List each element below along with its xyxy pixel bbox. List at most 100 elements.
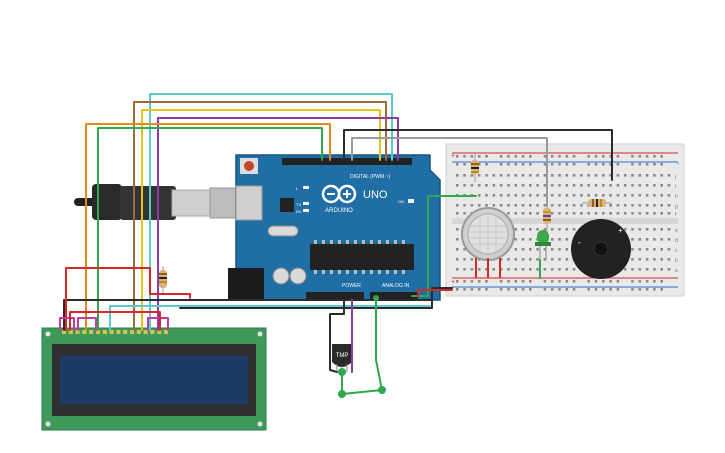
breadboard-hole[interactable] (492, 194, 496, 197)
breadboard-hole[interactable] (660, 184, 663, 187)
breadboard-hole[interactable] (550, 248, 554, 251)
breadboard-hole[interactable] (565, 212, 569, 215)
breadboard-hole[interactable] (536, 268, 539, 271)
breadboard-hole[interactable] (602, 194, 605, 197)
breadboard-hole[interactable] (550, 155, 554, 158)
breadboard-hole[interactable] (667, 238, 671, 241)
breadboard-hole[interactable] (623, 174, 627, 177)
breadboard-hole[interactable] (572, 280, 576, 283)
breadboard-hole[interactable] (543, 194, 547, 197)
breadboard-hole[interactable] (463, 174, 466, 177)
digital-header[interactable] (282, 158, 412, 165)
breadboard-hole[interactable] (660, 155, 663, 158)
breadboard-hole[interactable] (507, 212, 510, 215)
breadboard-hole[interactable] (616, 184, 620, 187)
breadboard-hole[interactable] (587, 280, 590, 283)
breadboard-hole[interactable] (514, 184, 517, 187)
breadboard-hole[interactable] (514, 238, 517, 241)
arduino-uno-board[interactable]: ARDUINO UNO DIGITAL (PWM ~) POWER ANALOG… (228, 154, 441, 301)
breadboard-hole[interactable] (514, 163, 517, 166)
breadboard-hole[interactable] (631, 163, 634, 166)
breadboard-hole[interactable] (609, 280, 612, 283)
breadboard-hole[interactable] (470, 288, 474, 291)
breadboard-hole[interactable] (477, 204, 481, 207)
breadboard-hole[interactable] (616, 288, 620, 291)
breadboard-hole[interactable] (572, 194, 576, 197)
lcd-pin[interactable] (75, 330, 80, 334)
breadboard-hole[interactable] (653, 228, 656, 231)
breadboard-hole[interactable] (521, 268, 525, 271)
breadboard-hole[interactable] (587, 288, 590, 291)
breadboard-hole[interactable] (514, 204, 517, 207)
breadboard-hole[interactable] (507, 288, 510, 291)
breadboard-hole[interactable] (521, 184, 525, 187)
breadboard-hole[interactable] (565, 238, 569, 241)
breadboard-hole[interactable] (514, 212, 517, 215)
breadboard-hole[interactable] (470, 258, 474, 261)
breadboard-hole[interactable] (536, 248, 539, 251)
breadboard-hole[interactable] (536, 258, 539, 261)
breadboard-hole[interactable] (463, 155, 466, 158)
breadboard-hole[interactable] (477, 184, 481, 187)
breadboard-hole[interactable] (485, 280, 488, 283)
lcd-pin[interactable] (62, 330, 66, 334)
breadboard-hole[interactable] (536, 204, 539, 207)
breadboard-hole[interactable] (558, 228, 561, 231)
breadboard-hole[interactable] (521, 212, 525, 215)
breadboard-hole[interactable] (638, 163, 642, 166)
breadboard-hole[interactable] (602, 288, 605, 291)
breadboard-hole[interactable] (609, 288, 612, 291)
breadboard-hole[interactable] (623, 204, 627, 207)
breadboard-hole[interactable] (645, 204, 649, 207)
breadboard-hole[interactable] (594, 280, 598, 283)
breadboard-hole[interactable] (558, 155, 561, 158)
breadboard-hole[interactable] (638, 268, 642, 271)
breadboard-hole[interactable] (587, 163, 590, 166)
breadboard-hole[interactable] (631, 212, 634, 215)
breadboard-hole[interactable] (550, 212, 554, 215)
breadboard-hole[interactable] (631, 204, 634, 207)
breadboard-hole[interactable] (623, 184, 627, 187)
breadboard-hole[interactable] (645, 163, 649, 166)
breadboard-hole[interactable] (558, 184, 561, 187)
breadboard-hole[interactable] (638, 212, 642, 215)
breadboard-hole[interactable] (529, 280, 532, 283)
breadboard-hole[interactable] (572, 204, 576, 207)
lcd-pin[interactable] (109, 330, 114, 334)
breadboard-hole[interactable] (477, 268, 481, 271)
breadboard-hole[interactable] (499, 288, 503, 291)
lcd-pin[interactable] (82, 330, 87, 334)
breadboard-hole[interactable] (463, 288, 466, 291)
breadboard-hole[interactable] (521, 228, 525, 231)
breadboard-hole[interactable] (477, 174, 481, 177)
breadboard-hole[interactable] (514, 155, 517, 158)
breadboard-hole[interactable] (638, 155, 642, 158)
breadboard-hole[interactable] (616, 155, 620, 158)
breadboard-hole[interactable] (463, 184, 466, 187)
breadboard-hole[interactable] (587, 212, 590, 215)
breadboard-hole[interactable] (667, 248, 671, 251)
breadboard-hole[interactable] (653, 194, 656, 197)
breadboard-hole[interactable] (521, 280, 525, 283)
breadboard-hole[interactable] (470, 280, 474, 283)
breadboard-hole[interactable] (631, 184, 634, 187)
breadboard-hole[interactable] (477, 194, 481, 197)
breadboard-hole[interactable] (543, 228, 547, 231)
breadboard-hole[interactable] (653, 258, 656, 261)
breadboard-hole[interactable] (529, 228, 532, 231)
breadboard-hole[interactable] (529, 155, 532, 158)
breadboard-hole[interactable] (638, 238, 642, 241)
breadboard-hole[interactable] (653, 184, 656, 187)
breadboard-hole[interactable] (550, 280, 554, 283)
breadboard-hole[interactable] (558, 288, 561, 291)
resistor-breadboard-3[interactable] (582, 199, 612, 207)
breadboard-hole[interactable] (565, 248, 569, 251)
breadboard-hole[interactable] (645, 194, 649, 197)
resistor-breadboard-2[interactable] (543, 206, 551, 232)
breadboard-hole[interactable] (653, 288, 656, 291)
breadboard-hole[interactable] (587, 174, 590, 177)
breadboard-hole[interactable] (485, 155, 488, 158)
breadboard-hole[interactable] (507, 280, 510, 283)
breadboard-hole[interactable] (492, 268, 496, 271)
breadboard-hole[interactable] (645, 184, 649, 187)
